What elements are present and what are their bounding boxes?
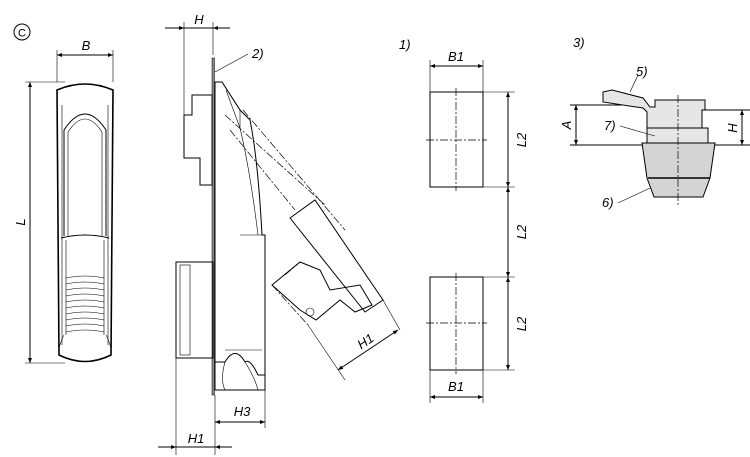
a-label: A [559,121,574,131]
length-label: L [13,218,28,225]
cutout-ref-label: 1) [399,37,411,52]
callout-6: 6) [602,195,614,210]
open-h1-label: H1 [354,330,376,352]
width-label: B [82,38,91,53]
front-view-handle: B L [13,38,114,364]
view-marker-c: C [13,23,31,41]
l2-label: L2 [514,224,529,239]
lever-part-5 [602,89,706,129]
latch-cam [183,94,213,186]
h-label: H [725,123,740,133]
height-label: H [194,12,204,27]
l2-label: L2 [514,132,529,147]
seal-part-6 [641,142,716,198]
note-2-leader [214,53,249,73]
callout-5: 5) [636,64,648,79]
note-2-label: 2) [251,46,264,61]
cutout-top [429,91,484,188]
open-h1-dimension [337,329,399,371]
cutout-bottom [429,276,484,371]
side-view-handle: H 2) H1 H3 [158,12,401,455]
lock-cylinder [175,261,214,359]
svg-text:C: C [18,28,26,40]
b1-bottom-label: B1 [448,379,464,394]
l2-label: L2 [514,316,529,331]
h3-label: H3 [234,404,251,419]
b1-top-label: B1 [448,49,464,64]
detail-ref-label: 3) [573,35,585,50]
detail-view: 3) A H 5) 7) 6) [559,35,750,210]
open-position-phantom [224,109,384,326]
grip-ribs [65,275,105,333]
callout-7: 7) [604,118,616,133]
cutout-view: 1) B1 L2 L2 L2 B1 [399,37,529,403]
h1-label: H1 [188,431,205,446]
spacer-part-7 [646,127,709,146]
